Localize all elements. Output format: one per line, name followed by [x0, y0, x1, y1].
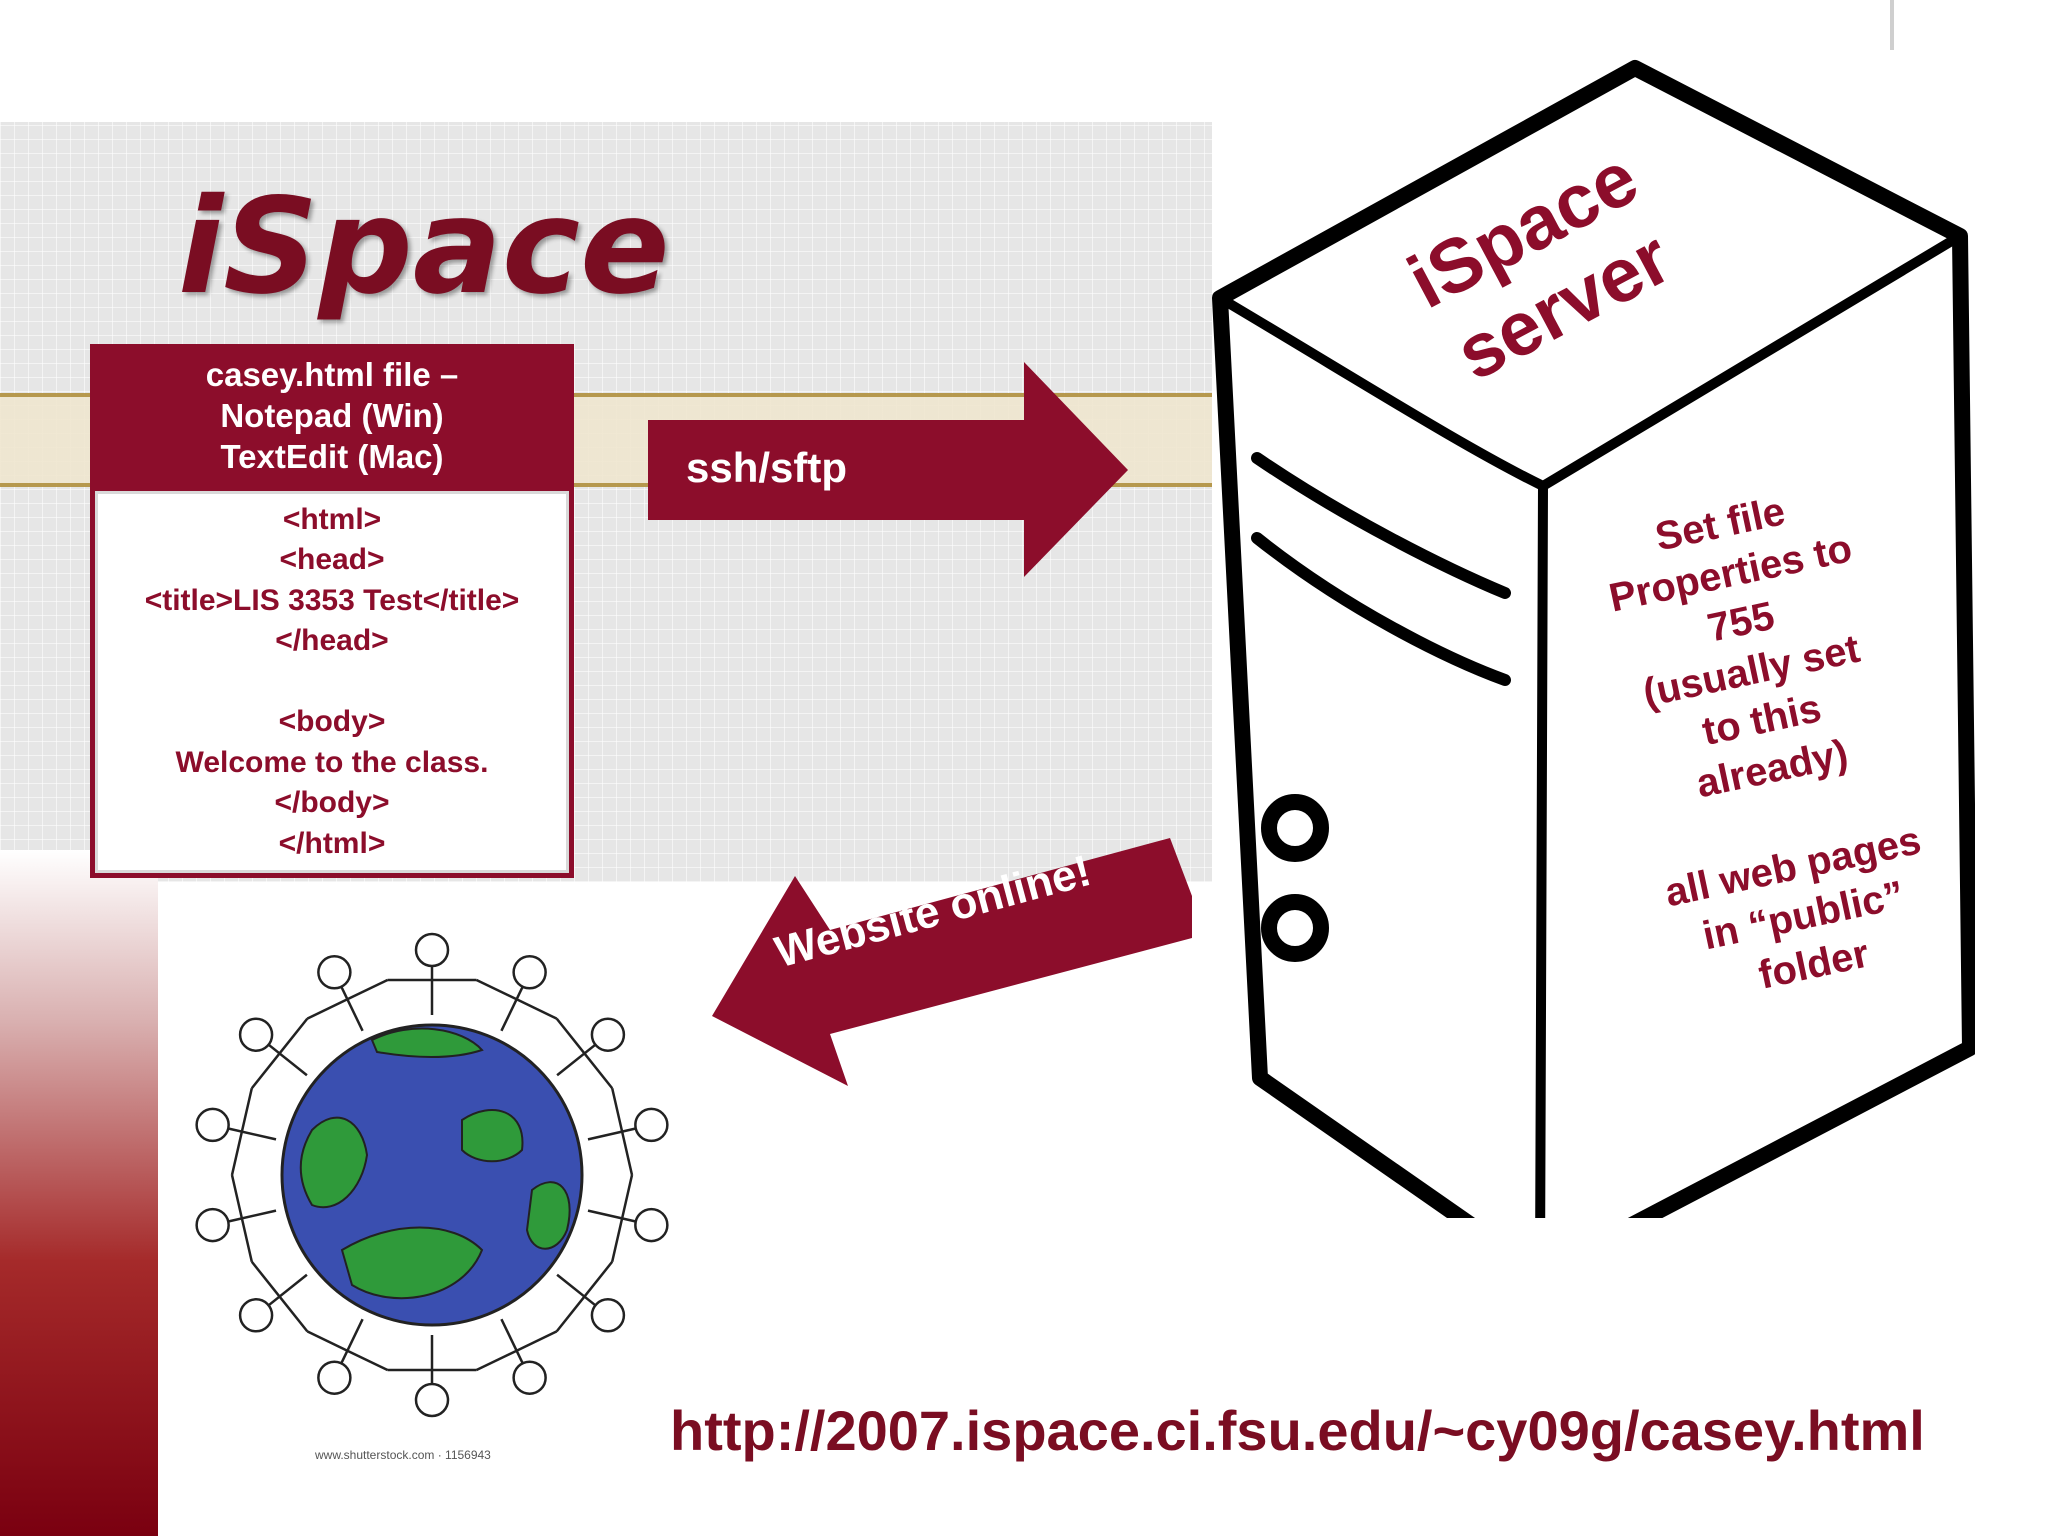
stick-figure-body: [227, 1127, 277, 1141]
html-code-content: <html> <head> <title>LIS 3353 Test</titl…: [95, 491, 569, 873]
stick-figure-arm: [346, 1349, 389, 1372]
stick-figure-arm: [230, 1131, 244, 1176]
stick-figure-body: [500, 986, 524, 1032]
left-maroon-gradient: [0, 850, 158, 1536]
stick-figure-body: [500, 1318, 524, 1364]
stick-figure-body: [587, 1127, 637, 1141]
file-box-header-line: TextEdit (Mac): [220, 437, 444, 475]
stick-figure-body: [267, 1273, 308, 1307]
file-box-header-line: Notepad (Win): [220, 396, 444, 434]
slide-edge-line: [1890, 0, 1894, 50]
transfer-arrow-label: ssh/sftp: [686, 444, 848, 491]
code-line: <html>: [282, 502, 382, 536]
stick-figure-body: [587, 1209, 637, 1223]
stick-figure-head: [238, 1298, 274, 1333]
stick-figure-arm: [475, 978, 518, 1001]
stick-figure-body: [267, 1043, 308, 1077]
stick-figure-head: [195, 1207, 230, 1243]
stick-figure-head: [317, 955, 352, 990]
slide-title: iSpace: [178, 170, 670, 324]
file-box-header-line: casey.html file –: [205, 355, 459, 393]
html-code-box: <html> <head> <title>LIS 3353 Test</titl…: [90, 486, 574, 878]
stick-figure-arm: [620, 1174, 634, 1219]
stick-figure-arm: [240, 1218, 254, 1263]
stick-figure-head: [590, 1017, 626, 1052]
stick-figure-arm: [346, 978, 389, 1001]
stick-figure-arm: [230, 1174, 244, 1219]
stick-figure-arm: [555, 1017, 586, 1055]
image-credit: www.shutterstock.com · 1156943: [315, 1448, 491, 1462]
stick-figure-arm: [610, 1218, 624, 1263]
stick-figure-head: [238, 1017, 274, 1052]
transfer-arrow-icon: [648, 362, 1128, 577]
stick-figure-body: [340, 986, 364, 1032]
stick-figure-body: [556, 1043, 597, 1077]
website-online-arrow-icon: [712, 838, 1192, 1086]
stick-figure-arm: [620, 1131, 634, 1176]
stick-figure-arm: [516, 1330, 558, 1352]
file-box-header: casey.html file – Notepad (Win) TextEdit…: [90, 344, 574, 486]
server-tower-icon: [1212, 60, 1975, 1218]
stick-figure-arm: [583, 1052, 614, 1090]
stick-figure-arm: [516, 998, 558, 1020]
stick-figure-arm: [610, 1087, 624, 1132]
stick-figure-body: [556, 1273, 597, 1307]
stick-figure-head: [414, 1382, 450, 1418]
stick-figure-arm: [250, 1260, 281, 1298]
stick-figure-arm: [278, 1295, 309, 1333]
stick-figure-head: [634, 1207, 669, 1243]
stick-figure-head: [590, 1298, 626, 1333]
stick-figure-arm: [555, 1295, 586, 1333]
stick-figure-head: [512, 955, 547, 990]
stick-figure-arm: [306, 998, 348, 1020]
stick-figure-arm: [583, 1260, 614, 1298]
code-line: <title>LIS 3353 Test</title>: [144, 583, 520, 617]
code-line: <head>: [279, 543, 385, 577]
code-line: </html>: [278, 826, 386, 860]
stick-figure-body: [340, 1318, 364, 1364]
website-url: http://2007.ispace.ci.fsu.edu/~cy09g/cas…: [670, 1399, 1925, 1462]
stick-figure-head: [195, 1107, 230, 1143]
stick-figure-head: [634, 1107, 669, 1143]
stick-figure-arm: [250, 1052, 281, 1090]
stick-figure-head: [317, 1360, 352, 1395]
stick-figure-arm: [475, 1349, 518, 1372]
stick-figure-arm: [240, 1087, 254, 1132]
globe-people-illustration: [195, 932, 669, 1418]
stick-figure-body: [227, 1209, 277, 1223]
stick-figure-arm: [278, 1017, 309, 1055]
stick-figure-head: [512, 1360, 547, 1395]
code-line: </body>: [274, 786, 390, 820]
code-line: </head>: [275, 624, 389, 658]
code-line: <body>: [278, 705, 386, 739]
stick-figure-head: [414, 932, 450, 968]
code-line: Welcome to the class.: [175, 745, 489, 779]
stick-figure-arm: [306, 1330, 348, 1352]
